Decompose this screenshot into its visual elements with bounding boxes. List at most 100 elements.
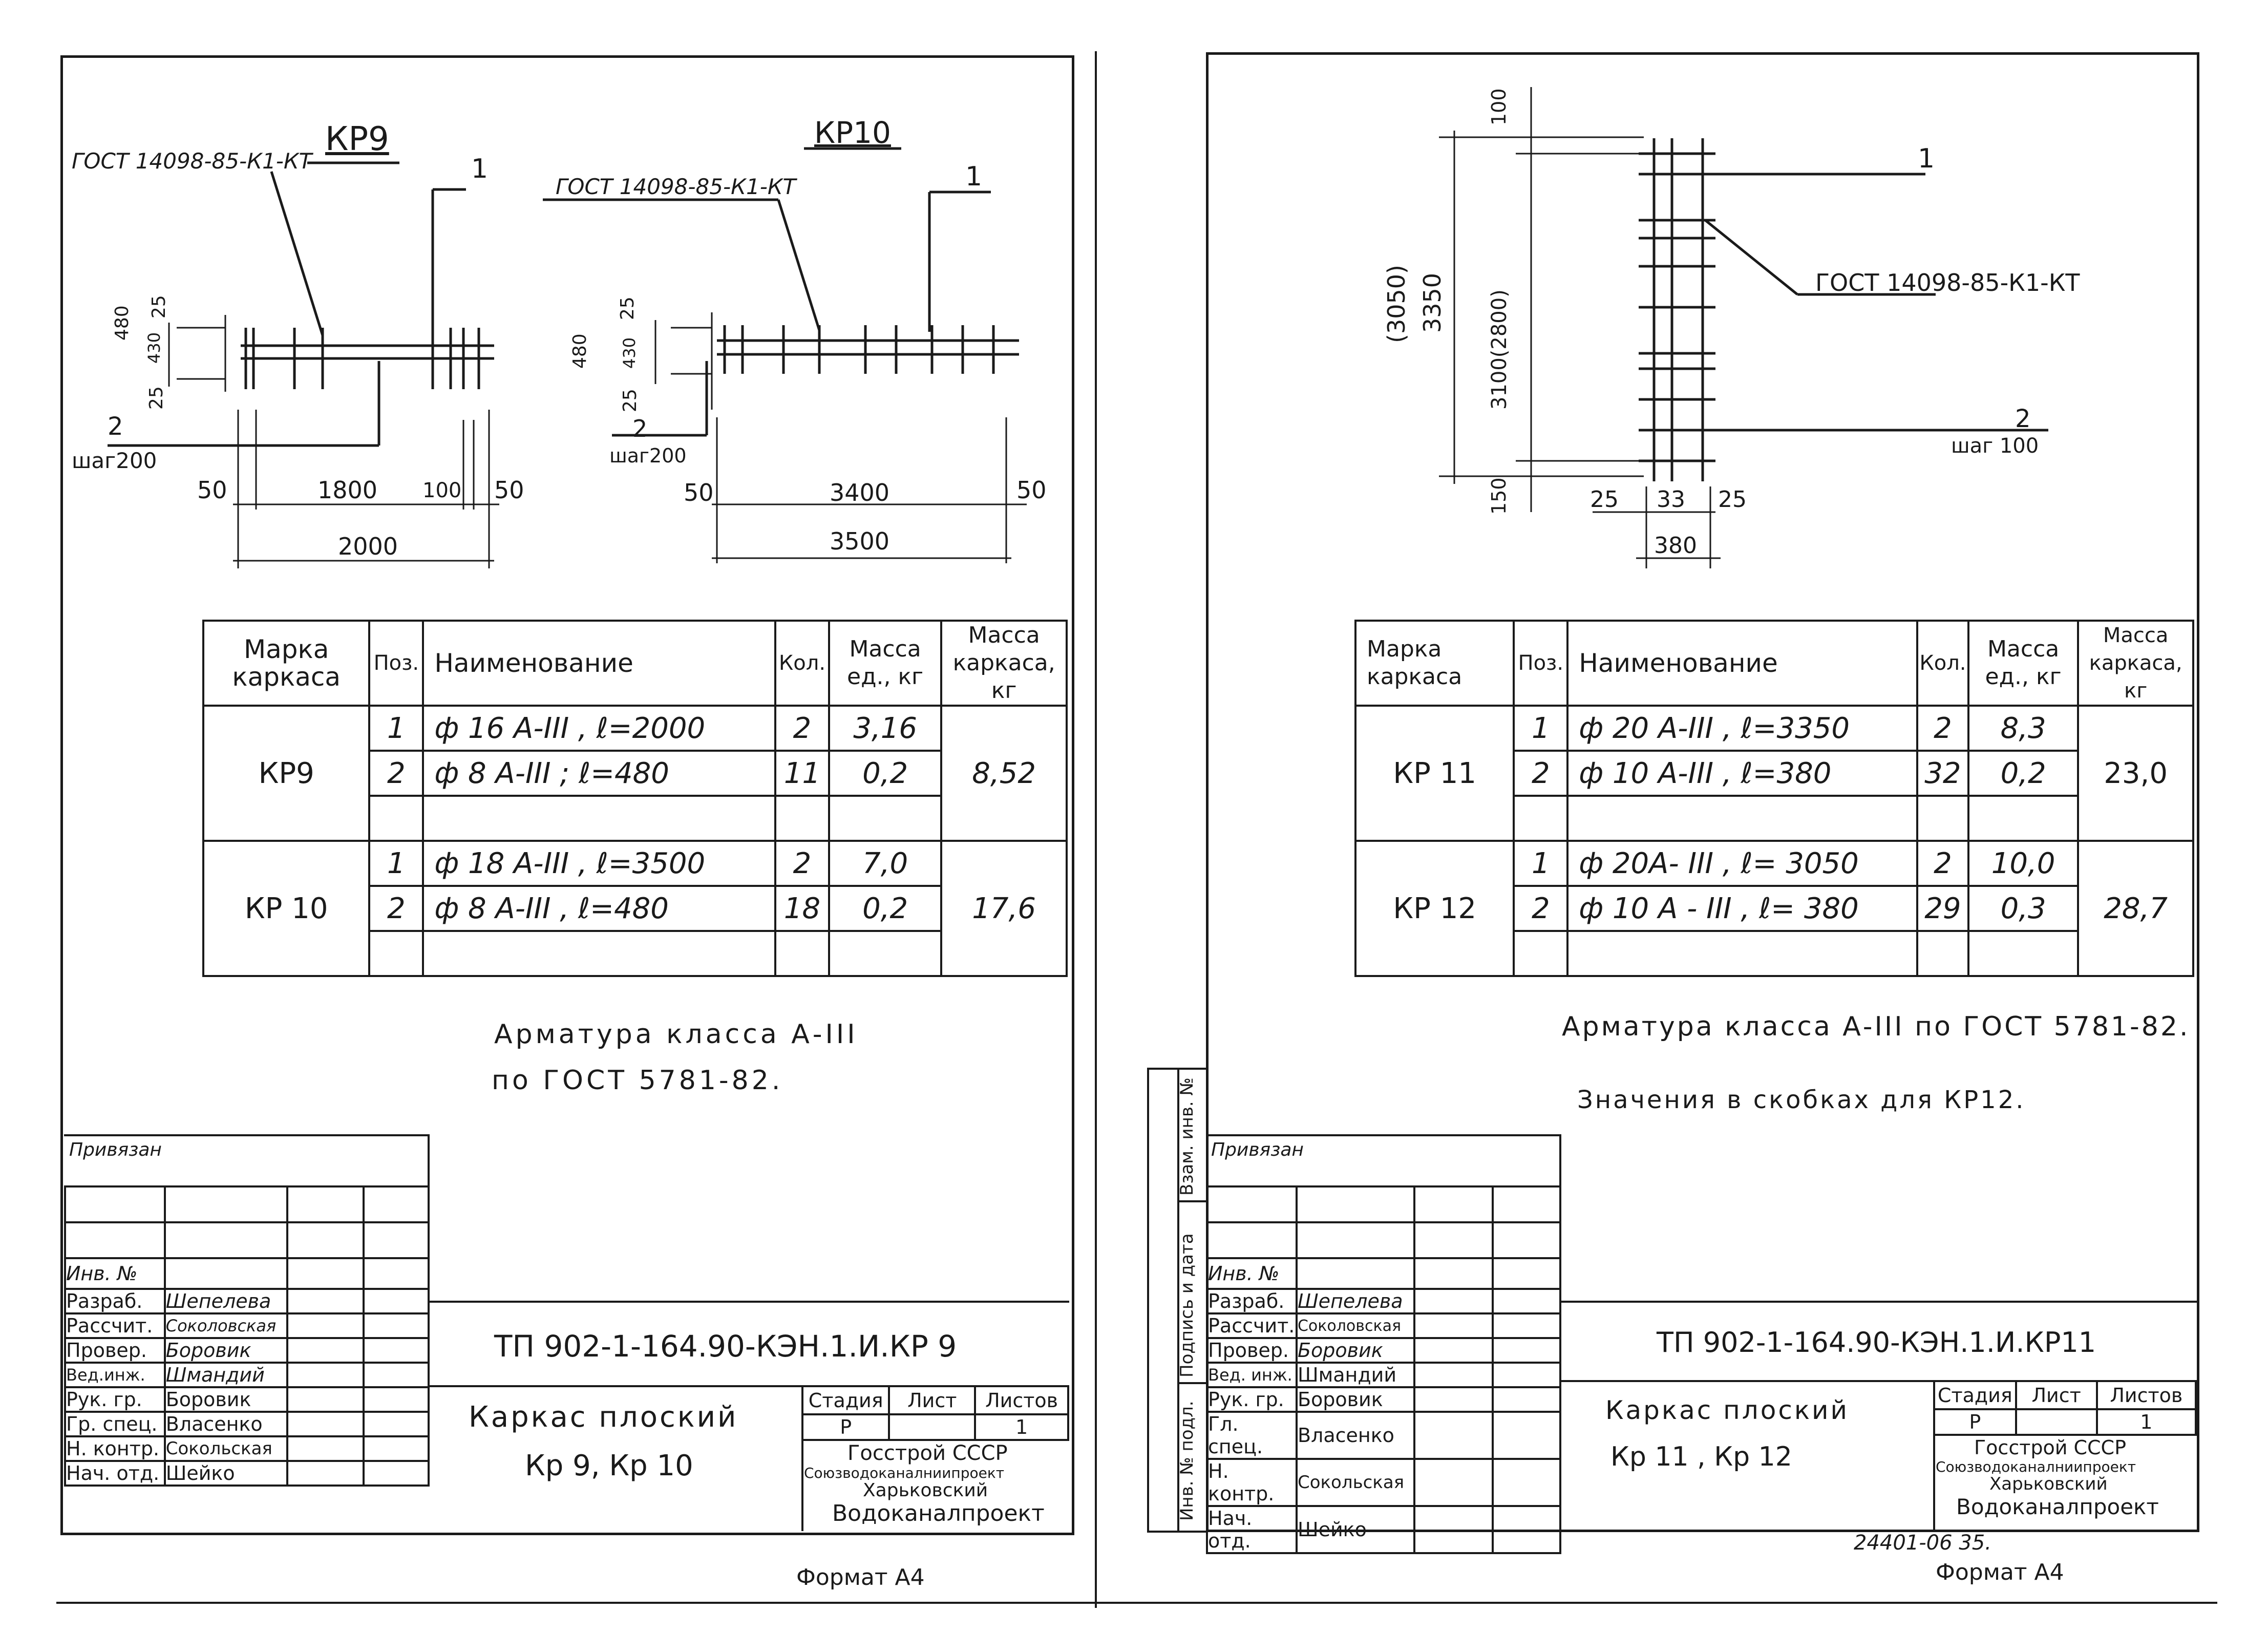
kp11-gost-label: ГОСТ 14098-85-К1-КТ bbox=[1815, 269, 2080, 296]
empty-cell bbox=[1566, 795, 1918, 842]
signer-name: Сокольская bbox=[163, 1435, 289, 1462]
kp10-dim-25b: 25 bbox=[620, 389, 641, 412]
role-label: Нач. отд. bbox=[1206, 1505, 1298, 1554]
qty-cell: 2 bbox=[774, 840, 830, 887]
sheet-header: Лист bbox=[2015, 1380, 2098, 1410]
right-doc-title2: Кр 11 , Кр 12 bbox=[1610, 1441, 1792, 1472]
kp9-pos-2: 2 bbox=[108, 412, 123, 441]
unit-mass-cell: 3,16 bbox=[828, 705, 943, 752]
left-format-label: Формат А4 bbox=[796, 1564, 925, 1590]
left-org-1: Госстрой СССР bbox=[847, 1441, 1008, 1465]
kp9-dim-25a: 25 bbox=[149, 295, 169, 319]
right-side-strip bbox=[1147, 1068, 1208, 1533]
qty-cell: 2 bbox=[1916, 705, 1969, 752]
right-title-block: Привязан Инв. № Разраб.Шепелева Рассчит.… bbox=[1206, 1134, 2197, 1554]
unit-mass-cell: 8,3 bbox=[1967, 705, 2080, 752]
kp10-title: КР10 bbox=[814, 115, 891, 150]
name-cell: ф 18 А-III , ℓ=3500 bbox=[422, 840, 777, 887]
right-sheet-frame bbox=[1206, 52, 2199, 1532]
side-label-inv-podl: Инв. № подл. bbox=[1177, 1401, 1197, 1521]
left-title-block: Привязан Инв. № Разраб.Шепелева Рассчит.… bbox=[64, 1134, 1069, 1531]
kp10-callout-1: 1 bbox=[965, 161, 983, 192]
qty-cell: 32 bbox=[1916, 750, 1969, 797]
frame-mass-cell: 8,52 bbox=[940, 705, 1068, 842]
role-label: Провер. bbox=[64, 1337, 166, 1364]
signer-name: Шейко bbox=[1295, 1505, 1415, 1554]
left-doc-title2: Кр 9, Кр 10 bbox=[525, 1449, 693, 1482]
left-doc-title1: Каркас плоский bbox=[469, 1401, 738, 1434]
unit-mass-cell: 0,3 bbox=[1967, 885, 2080, 932]
frame-mass-cell: 23,0 bbox=[2077, 705, 2194, 842]
stage-value: Р bbox=[1933, 1408, 2017, 1436]
right-spec-table: Марка каркаса Поз. Наименование Кол. Мас… bbox=[1354, 620, 2194, 977]
qty-cell: 18 bbox=[774, 885, 830, 932]
pos-cell: 2 bbox=[1513, 885, 1569, 932]
qty-cell: 29 bbox=[1916, 885, 1969, 932]
kp9-dim-50b: 50 bbox=[494, 476, 524, 504]
kp9-step: шаг200 bbox=[72, 448, 157, 473]
header-pos: Поз. bbox=[1513, 620, 1569, 707]
empty-cell bbox=[1967, 930, 2080, 977]
signer-name: Соколовская bbox=[163, 1312, 289, 1339]
pos-cell: 2 bbox=[1513, 750, 1569, 797]
stage-header: Стадия bbox=[801, 1385, 891, 1415]
inv-label: Инв. № bbox=[1206, 1257, 1298, 1290]
signer-name: Шмандий bbox=[1295, 1362, 1415, 1388]
frame-mass-cell: 17,6 bbox=[940, 840, 1068, 977]
empty-cell bbox=[1916, 930, 1969, 977]
right-org-4: Водоканалпроект bbox=[1956, 1494, 2159, 1519]
left-sheet-frame bbox=[60, 55, 1074, 1535]
kp9-dim-1800: 1800 bbox=[317, 476, 378, 504]
sheets-value: 1 bbox=[974, 1413, 1069, 1441]
unit-mass-cell: 0,2 bbox=[828, 885, 943, 932]
name-cell: ф 8 А-III , ℓ=480 bbox=[422, 885, 777, 932]
empty-cell bbox=[1566, 930, 1918, 977]
kp9-dim-100: 100 bbox=[422, 479, 462, 502]
role-label: Разраб. bbox=[64, 1288, 166, 1314]
right-doc-title1: Каркас плоский bbox=[1605, 1395, 1850, 1425]
empty-cell bbox=[1916, 795, 1969, 842]
mark-cell: КР 12 bbox=[1354, 840, 1515, 977]
header-frame-mass: Масса каркаса, кг bbox=[940, 620, 1068, 707]
pos-cell: 2 bbox=[368, 885, 425, 932]
signer-name: Шмандий bbox=[163, 1362, 289, 1388]
signer-name: Боровик bbox=[163, 1337, 289, 1364]
kp9-dim-480: 480 bbox=[112, 305, 133, 341]
kp10-dim-430: 430 bbox=[620, 337, 639, 369]
empty-cell bbox=[1513, 795, 1569, 842]
role-label: Разраб. bbox=[1206, 1288, 1298, 1314]
signer-name: Сокольская bbox=[1295, 1458, 1415, 1507]
qty-cell: 2 bbox=[1916, 840, 1969, 887]
role-label: Гр. спец. bbox=[64, 1411, 166, 1437]
empty-cell bbox=[422, 930, 777, 977]
empty-cell bbox=[368, 930, 425, 977]
kp11-dim-3100: 3100(2800) bbox=[1488, 289, 1511, 410]
frame-mass-cell: 28,7 bbox=[2077, 840, 2194, 977]
header-name: Наименование bbox=[1566, 620, 1918, 707]
role-label: Нач. отд. bbox=[64, 1460, 166, 1487]
header-qty: Кол. bbox=[774, 620, 830, 707]
mark-cell: КР9 bbox=[202, 705, 371, 842]
mark-cell: КР 11 bbox=[1354, 705, 1515, 842]
kp10-pos-2: 2 bbox=[632, 415, 648, 442]
signer-name: Соколовская bbox=[1295, 1312, 1415, 1339]
kp10-dim-3400: 3400 bbox=[830, 479, 890, 506]
role-label: Провер. bbox=[1206, 1337, 1298, 1364]
inv-label: Инв. № bbox=[64, 1257, 166, 1290]
left-stamp-grid: Инв. № Разраб.Шепелева Рассчит.Соколовск… bbox=[64, 1185, 430, 1487]
sheets-header: Листов bbox=[2095, 1380, 2197, 1410]
kp10-dim-25a: 25 bbox=[617, 296, 638, 320]
right-privyazan: Привязан bbox=[1211, 1139, 1304, 1160]
signer-name: Боровик bbox=[163, 1386, 289, 1413]
header-mark: Марка каркаса bbox=[202, 620, 371, 707]
right-org-2: Союзводоканалниипроект bbox=[1936, 1458, 2136, 1475]
empty-cell bbox=[422, 795, 777, 842]
empty-cell bbox=[368, 795, 425, 842]
role-label: Рук. гр. bbox=[64, 1386, 166, 1413]
kp12-dim-3050: (3050) bbox=[1383, 265, 1410, 343]
left-note-line2: по ГОСТ 5781-82. bbox=[492, 1065, 783, 1096]
kp11-step: шаг 100 bbox=[1951, 434, 2039, 458]
